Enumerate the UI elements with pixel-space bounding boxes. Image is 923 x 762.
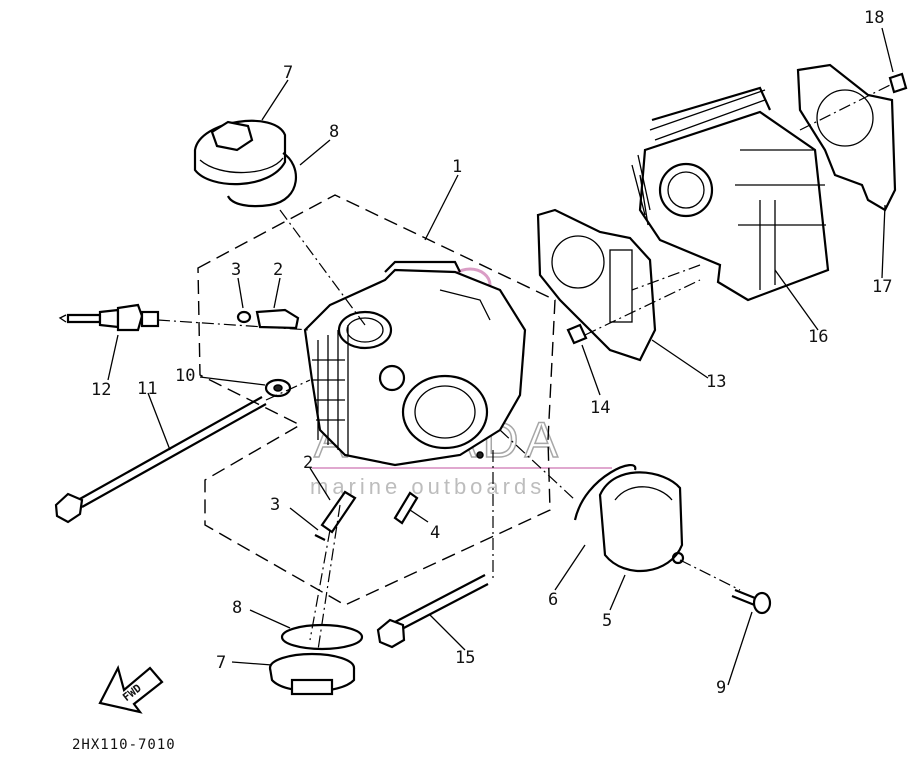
clip-upper bbox=[236, 310, 252, 324]
callout-12: 12 bbox=[91, 380, 111, 400]
stud-bolt bbox=[54, 396, 267, 524]
bolt-9 bbox=[731, 588, 772, 615]
callout-8-upper: 8 bbox=[329, 122, 339, 142]
cylinder bbox=[631, 86, 830, 302]
callout-2-upper: 2 bbox=[273, 260, 283, 280]
washer-hole bbox=[273, 384, 283, 392]
callout-3-upper: 3 bbox=[231, 260, 241, 280]
callout-17: 17 bbox=[872, 277, 892, 297]
callout-3-lower: 3 bbox=[270, 495, 280, 515]
callout-11: 11 bbox=[137, 379, 157, 399]
callout-13: 13 bbox=[706, 372, 726, 392]
callout-4: 4 bbox=[430, 523, 440, 543]
callout-8-lower: 8 bbox=[232, 598, 242, 618]
assembly-outline bbox=[197, 194, 556, 606]
base-gasket-bore bbox=[816, 89, 874, 147]
stud-4 bbox=[393, 491, 419, 525]
callout-10: 10 bbox=[175, 366, 195, 386]
head-gasket-bore bbox=[551, 235, 605, 289]
bolt-15 bbox=[376, 574, 489, 649]
callout-1: 1 bbox=[452, 157, 462, 177]
o-ring-upper bbox=[226, 152, 297, 208]
spark-plug bbox=[58, 303, 160, 332]
callout-14: 14 bbox=[590, 398, 610, 418]
callout-6: 6 bbox=[548, 590, 558, 610]
callout-18: 18 bbox=[864, 8, 884, 28]
head-gasket bbox=[536, 208, 657, 362]
part-code: 2HX110-7010 bbox=[72, 737, 176, 753]
callout-9: 9 bbox=[716, 678, 726, 698]
callout-labels: 7 8 1 3 2 10 11 12 2 3 4 6 5 9 15 8 7 14… bbox=[91, 8, 892, 698]
clip-lower bbox=[314, 534, 326, 541]
dowel-pin bbox=[566, 323, 588, 345]
cylinder-base-gasket bbox=[796, 63, 897, 212]
head-gasket-chain-slot bbox=[609, 249, 633, 323]
forward-arrow: FWD bbox=[98, 664, 164, 714]
cylinder-head bbox=[303, 260, 527, 467]
leader-lines bbox=[107, 27, 894, 686]
callout-16: 16 bbox=[808, 327, 828, 347]
callout-5: 5 bbox=[602, 611, 612, 631]
callout-7-lower: 7 bbox=[216, 653, 226, 673]
o-ring-side bbox=[573, 464, 637, 521]
tappet-cover-lower bbox=[268, 652, 356, 696]
o-ring-lower bbox=[280, 623, 364, 651]
callout-2-lower: 2 bbox=[303, 453, 313, 473]
callout-15: 15 bbox=[455, 648, 475, 668]
alignment-lines bbox=[157, 84, 891, 651]
dowel-pin-18 bbox=[888, 72, 908, 94]
callout-7-upper: 7 bbox=[283, 63, 293, 83]
tappet-cover-upper bbox=[193, 119, 287, 186]
dowel-upper bbox=[255, 308, 300, 330]
side-cover bbox=[598, 471, 685, 573]
